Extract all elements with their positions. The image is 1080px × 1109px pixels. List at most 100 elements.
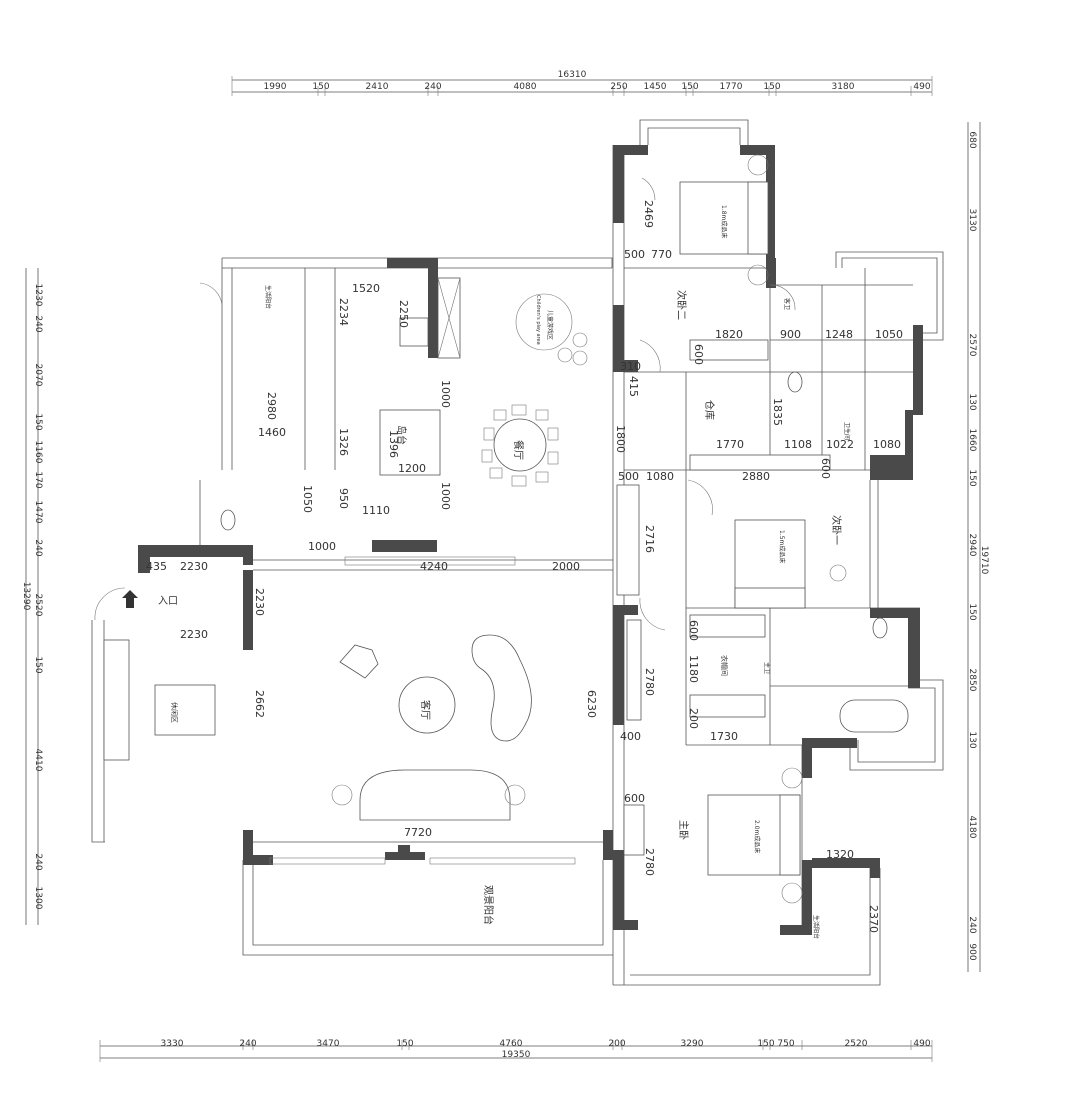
top-dim: 1990 (264, 82, 287, 92)
measurement: 200 (687, 708, 700, 729)
measurement: 2234 (337, 298, 350, 326)
left-dim: 2520 (33, 594, 43, 617)
measurement: 2250 (397, 300, 410, 328)
room-leisure: 休闲区 (170, 702, 179, 723)
top-dim: 150 (763, 82, 780, 92)
room-bath: 主卫 (763, 662, 771, 674)
right-dim: 240 (967, 916, 977, 933)
measurement: 1520 (352, 282, 380, 295)
left-dim: 1230 (33, 284, 43, 307)
measurement: 1050 (301, 485, 314, 513)
room-second-bedroom-1: 次卧一 (830, 515, 843, 545)
measurement: 1200 (398, 462, 426, 475)
top-dim: 490 (913, 82, 930, 92)
left-dim: 1300 (33, 887, 43, 910)
bed-label-3: 2.0m成品床 (753, 820, 761, 853)
room-dining: 餐厅 (512, 440, 525, 460)
measurement: 6230 (585, 690, 598, 718)
measurement: 2716 (643, 525, 656, 553)
furniture (94, 154, 909, 904)
right-dim: 130 (967, 393, 977, 410)
right-dim: 680 (967, 131, 977, 148)
measurement: 1730 (710, 730, 738, 743)
top-dim: 150 (312, 82, 329, 92)
measurement: 1460 (258, 426, 286, 439)
left-dim: 4410 (33, 749, 43, 772)
room-warehouse: 仓库 (703, 400, 716, 420)
measurement: 1320 (826, 848, 854, 861)
top-dim: 250 (610, 82, 627, 92)
bottom-dim: 150 (396, 1039, 413, 1049)
top-dim: 4080 (514, 82, 537, 92)
bottom-dim: 2520 (845, 1039, 868, 1049)
left-dim: 150 (33, 413, 43, 430)
room-view-balcony: 观景阳台 (482, 885, 495, 925)
right-total: 19710 (979, 546, 989, 575)
measurement: 2230 (180, 560, 208, 573)
measurement: 500 (624, 248, 645, 261)
right-dim: 4180 (967, 816, 977, 839)
measurement: 2980 (265, 392, 278, 420)
measurement: 310 (620, 360, 641, 373)
interior-measurements: 2469 500 770 1820 900 1248 1050 600 310 … (146, 200, 903, 933)
measurement: 1050 (875, 328, 903, 341)
measurement: 1835 (771, 398, 784, 426)
dimension-lines (25, 76, 981, 1062)
top-dim: 240 (424, 82, 441, 92)
left-dim: 240 (33, 539, 43, 556)
measurement: 1080 (646, 470, 674, 483)
left-dim: 240 (33, 315, 43, 332)
left-dim: 150 (33, 656, 43, 673)
measurement: 7720 (404, 826, 432, 839)
right-dimension-labels: 680 3130 2570 130 1660 150 2940 150 2850… (967, 131, 989, 960)
bottom-dim: 150 (757, 1039, 774, 1049)
kids-play-area: 儿童游戏区 (546, 310, 554, 340)
room-wardrobe: 衣帽间 (720, 655, 729, 676)
outline-lines (91, 119, 944, 986)
measurement: 1000 (308, 540, 336, 553)
measurement: 1000 (439, 380, 452, 408)
kids-play-area-en: Children's play area (535, 295, 541, 345)
measurement: 2000 (552, 560, 580, 573)
room-bath-2: 卫生间 (843, 422, 851, 440)
left-dim: 1470 (33, 501, 43, 524)
measurement: 600 (624, 792, 645, 805)
measurement: 770 (651, 248, 672, 261)
measurement: 1770 (716, 438, 744, 451)
measurement: 415 (627, 376, 640, 397)
right-dim: 2850 (967, 669, 977, 692)
measurement: 1110 (362, 504, 390, 517)
top-total: 16310 (558, 70, 587, 80)
bed-label-2: 1.5m成品床 (778, 530, 786, 563)
measurement: 2780 (643, 848, 656, 876)
measurement: 500 (618, 470, 639, 483)
top-dim: 1450 (644, 82, 667, 92)
left-dimension-labels: 1230 240 2070 150 1160 170 1470 240 2520… (21, 284, 43, 910)
room-master: 主卧 (677, 820, 690, 840)
measurement: 600 (692, 344, 705, 365)
bottom-dim: 200 (608, 1039, 625, 1049)
measurement: 600 (819, 458, 832, 479)
bottom-dimension-labels: 3330 240 3470 150 4760 200 3290 150 750 … (161, 1039, 931, 1060)
top-dim: 2410 (366, 82, 389, 92)
right-dim: 130 (967, 731, 977, 748)
measurement: 2370 (867, 905, 880, 933)
bottom-dim: 490 (913, 1039, 930, 1049)
left-dim: 2070 (33, 364, 43, 387)
measurement: 435 (146, 560, 167, 573)
right-dim: 900 (967, 943, 977, 960)
measurement: 600 (687, 620, 700, 641)
measurement: 1326 (337, 428, 350, 456)
measurement: 2230 (180, 628, 208, 641)
top-dim: 150 (681, 82, 698, 92)
measurement: 1000 (439, 482, 452, 510)
measurement: 1820 (715, 328, 743, 341)
bottom-total: 19350 (502, 1050, 531, 1060)
walls (138, 145, 923, 935)
right-dim: 2570 (967, 334, 977, 357)
measurement: 1022 (826, 438, 854, 451)
entrance-arrow-icon (122, 590, 138, 608)
left-dim: 170 (33, 471, 43, 488)
right-dim: 3130 (967, 209, 977, 232)
